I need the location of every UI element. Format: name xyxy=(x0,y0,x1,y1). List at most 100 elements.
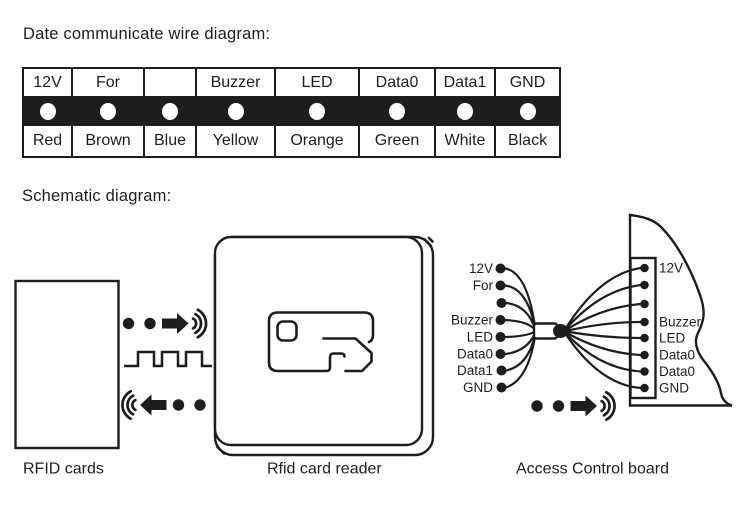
access-board-label: Access Control board xyxy=(516,461,669,478)
reader-pin-label: Data0 xyxy=(457,347,493,362)
pin-hole-icon xyxy=(39,102,56,120)
color-cell: Blue xyxy=(143,124,197,158)
connector-strip-row xyxy=(22,96,561,126)
wire xyxy=(564,331,643,357)
lead-dot xyxy=(496,365,507,376)
reader-pin-label: LED xyxy=(467,330,494,345)
reader-front-face xyxy=(213,235,424,447)
lead-dot xyxy=(495,332,506,342)
pin-hole-icon xyxy=(227,102,244,120)
color-cell: Red xyxy=(22,124,73,158)
lead-dot xyxy=(495,349,506,359)
swipe-card-icon xyxy=(267,311,375,373)
signal-cell: 12V xyxy=(22,67,73,98)
pin-hole-icon xyxy=(457,102,473,120)
card-chip-icon xyxy=(276,320,298,342)
wire-bundle-right xyxy=(564,266,643,390)
pin-dot xyxy=(640,383,649,393)
signal-name-row: 12V For Buzzer LED Data0 Data1 GND xyxy=(22,67,561,98)
wire xyxy=(504,335,537,389)
pin-hole-icon xyxy=(100,102,116,120)
wire xyxy=(564,332,643,373)
lead-dot xyxy=(495,280,506,291)
color-cell: Black xyxy=(494,124,561,158)
pin-dot xyxy=(640,280,649,290)
wire xyxy=(564,266,643,330)
pin-dot xyxy=(640,263,649,273)
rfid-cards-box xyxy=(14,279,120,450)
connector-pin-cell xyxy=(274,96,360,126)
board-pin-label: 12V xyxy=(659,261,683,276)
pin-hole-icon xyxy=(519,102,536,120)
connector-pin-cell xyxy=(494,96,561,126)
pin-hole-icon xyxy=(309,102,325,120)
color-cell: Orange xyxy=(274,124,360,158)
radio-signal-right-icon xyxy=(121,308,208,339)
clock-pulse-icon xyxy=(124,350,212,368)
board-pin-label: Data0 xyxy=(659,348,695,363)
connector-pin-cell xyxy=(195,96,276,126)
connector-pin-cell xyxy=(434,96,496,126)
pin-hole-icon xyxy=(389,102,405,120)
lead-dot xyxy=(495,315,506,325)
connector-pin-cell xyxy=(71,96,145,126)
reader-lead-dots xyxy=(495,263,507,393)
lead-dot xyxy=(496,382,507,393)
board-pin-label: Data0 xyxy=(659,364,695,379)
reader-pin-label: Buzzer xyxy=(451,313,494,328)
wire-table: 12V For Buzzer LED Data0 Data1 GND xyxy=(22,67,561,158)
pin-dot xyxy=(640,333,649,343)
signal-cell: Buzzer xyxy=(195,67,276,98)
color-cell: White xyxy=(434,124,496,158)
reader-pin-label: 12V xyxy=(469,261,493,276)
pin-hole-icon xyxy=(162,102,178,120)
lead-dot xyxy=(495,263,506,274)
wire xyxy=(503,284,537,329)
wire-table-title: Date communicate wire diagram: xyxy=(23,25,271,43)
radio-signal-right-icon xyxy=(529,390,616,422)
color-cell: Yellow xyxy=(195,124,276,158)
signal-cell xyxy=(143,67,197,98)
board-pin-dots xyxy=(640,263,649,393)
board-pin-labels: 12V Buzzer LED Data0 Data0 GND xyxy=(659,261,702,396)
wire xyxy=(564,330,643,340)
color-cell: Green xyxy=(358,124,436,158)
reader-pin-labels: 12V For Buzzer LED Data0 Data1 GND xyxy=(451,261,494,395)
pin-dot xyxy=(640,350,649,360)
signal-cell: Data1 xyxy=(434,67,496,98)
rfid-cards-label: RFID cards xyxy=(23,461,104,478)
wire xyxy=(564,320,643,333)
connector-pin-cell xyxy=(358,96,436,126)
reader-pin-label: For xyxy=(473,278,494,293)
wire-color-row: Red Brown Blue Yellow Orange Green White… xyxy=(22,124,561,158)
wire xyxy=(503,318,537,331)
wire xyxy=(564,333,643,390)
board-pin-label: GND xyxy=(659,381,689,396)
signal-cell: For xyxy=(71,67,145,98)
wire xyxy=(564,283,643,331)
connector-pin-cell xyxy=(22,96,73,126)
color-cell: Brown xyxy=(71,124,145,158)
board-pin-header xyxy=(629,256,657,400)
reader-pin-label: Data1 xyxy=(457,363,493,378)
wire xyxy=(503,330,537,339)
cable-connector-plug xyxy=(553,324,568,338)
pin-dot xyxy=(640,317,649,327)
signal-cell: Data0 xyxy=(358,67,436,98)
card-reader-label: Rfid card reader xyxy=(267,461,382,478)
connector-pin-cell xyxy=(143,96,197,126)
signal-cell: GND xyxy=(494,67,561,98)
radio-signal-left-icon xyxy=(121,389,208,421)
board-pin-label: LED xyxy=(659,331,686,346)
reader-pin-label: GND xyxy=(463,380,493,395)
reader-bevel-lines xyxy=(216,236,434,455)
schematic-title: Schematic diagram: xyxy=(22,187,172,205)
lead-dot xyxy=(496,298,507,308)
wire xyxy=(564,302,643,332)
wire-bundle-left xyxy=(503,267,537,389)
pin-dot xyxy=(640,367,649,376)
pin-dot xyxy=(640,299,649,309)
signal-cell: LED xyxy=(274,67,360,98)
